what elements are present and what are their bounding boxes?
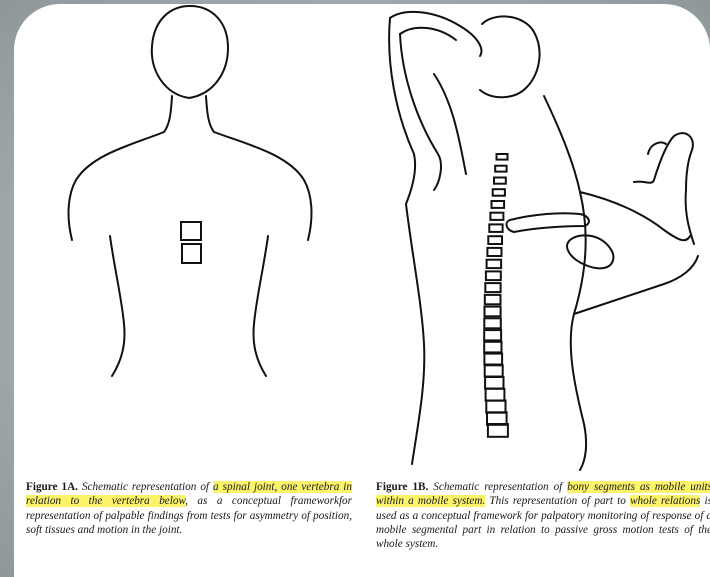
vertebra <box>485 307 501 317</box>
vertebra <box>486 389 505 401</box>
vertebra <box>497 154 508 160</box>
vertebra <box>485 365 503 376</box>
figure-1b-caption-text: Schematic representation of <box>433 481 562 493</box>
vertebra <box>485 295 501 304</box>
figure-1b-vertebral-column <box>484 154 508 437</box>
vertebra <box>487 260 502 268</box>
caption-figure-1b: Figure 1B. Schematic representation of b… <box>376 480 710 551</box>
figure-1b-scapula-clavicle <box>507 213 614 268</box>
vertebra <box>493 189 505 196</box>
vertebra <box>488 424 508 437</box>
vertebra <box>484 354 502 365</box>
figure-1a-label: Figure 1A. <box>26 481 78 493</box>
vertebra <box>486 401 505 413</box>
figure-panel: Figure 1A. Schematic representation of a… <box>14 4 710 577</box>
vertebra <box>484 342 501 353</box>
vertebra-lower <box>182 244 201 263</box>
figure-1a-vertebra-pair <box>181 222 201 263</box>
figure-illustrations <box>14 4 710 474</box>
vertebra <box>484 318 501 328</box>
vertebra-upper <box>181 222 201 240</box>
vertebra <box>490 213 503 220</box>
vertebra <box>495 166 506 172</box>
vertebra <box>485 283 500 292</box>
caption-figure-1a: Figure 1A. Schematic representation of a… <box>26 480 352 537</box>
vertebra <box>488 236 502 244</box>
vertebra <box>487 412 507 425</box>
vertebra <box>487 248 501 256</box>
vertebra <box>492 201 505 208</box>
figure-1a-caption-text: Schematic representation of <box>82 481 209 493</box>
vertebra <box>486 271 501 280</box>
vertebra <box>485 377 503 389</box>
figure-1b-torso-drawing <box>389 12 698 470</box>
figure-1b-caption-middle: This representation of part to <box>489 495 626 507</box>
vertebra <box>494 178 506 184</box>
figure-1b-label: Figure 1B. <box>376 481 428 493</box>
figure-1b-highlight-2: whole relations <box>630 495 700 507</box>
figure-1a-torso-drawing <box>69 6 312 376</box>
vertebra <box>484 330 501 340</box>
vertebra <box>489 224 502 232</box>
